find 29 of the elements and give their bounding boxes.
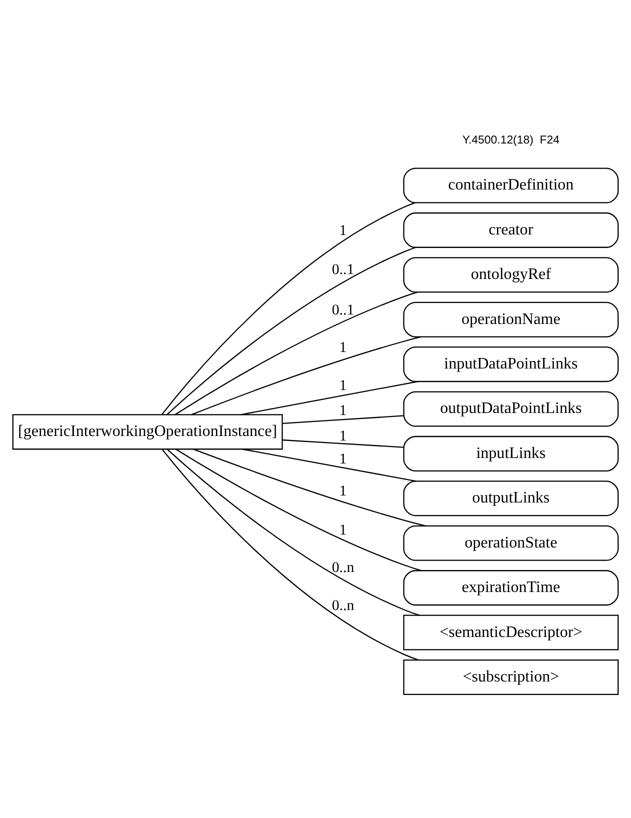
- connector: [282, 439, 404, 448]
- edge-label: 1: [339, 340, 347, 356]
- edge-label: 1: [339, 428, 347, 444]
- edge-label: 1: [339, 483, 347, 500]
- connector: [162, 449, 418, 660]
- label: Y.4500.12(18) F24: [462, 134, 560, 147]
- edge-label: 0..1: [332, 262, 354, 278]
- node-box: operationState: [403, 525, 619, 561]
- node-box: inputLinks: [403, 436, 619, 472]
- edge-label: 0..n: [332, 598, 354, 614]
- edge-label: 0..n: [332, 560, 354, 576]
- edge-label: 0..1: [332, 302, 354, 318]
- edge-label: 1: [339, 451, 347, 468]
- edge-label: 1: [339, 522, 347, 538]
- node-box: expirationTime: [403, 570, 619, 606]
- node-box: containerDefinition: [403, 168, 619, 204]
- edge-label: 1: [339, 378, 347, 394]
- node-box: inputDataPointLinks: [403, 346, 619, 382]
- node-box: [genericInterworkingOperationInstance]: [12, 414, 283, 450]
- connector: [282, 415, 404, 424]
- node-box: operationName: [403, 302, 619, 338]
- edge-label: 1: [339, 403, 347, 420]
- node-box: ontologyRef: [403, 257, 619, 293]
- node-box: outputDataPointLinks: [403, 391, 619, 427]
- node-box: <semanticDescriptor>: [403, 614, 619, 650]
- node-box: outputLinks: [403, 480, 619, 516]
- node-box: <subscription>: [403, 659, 619, 695]
- node-box: creator: [403, 212, 619, 248]
- edge-label: 1: [339, 223, 347, 240]
